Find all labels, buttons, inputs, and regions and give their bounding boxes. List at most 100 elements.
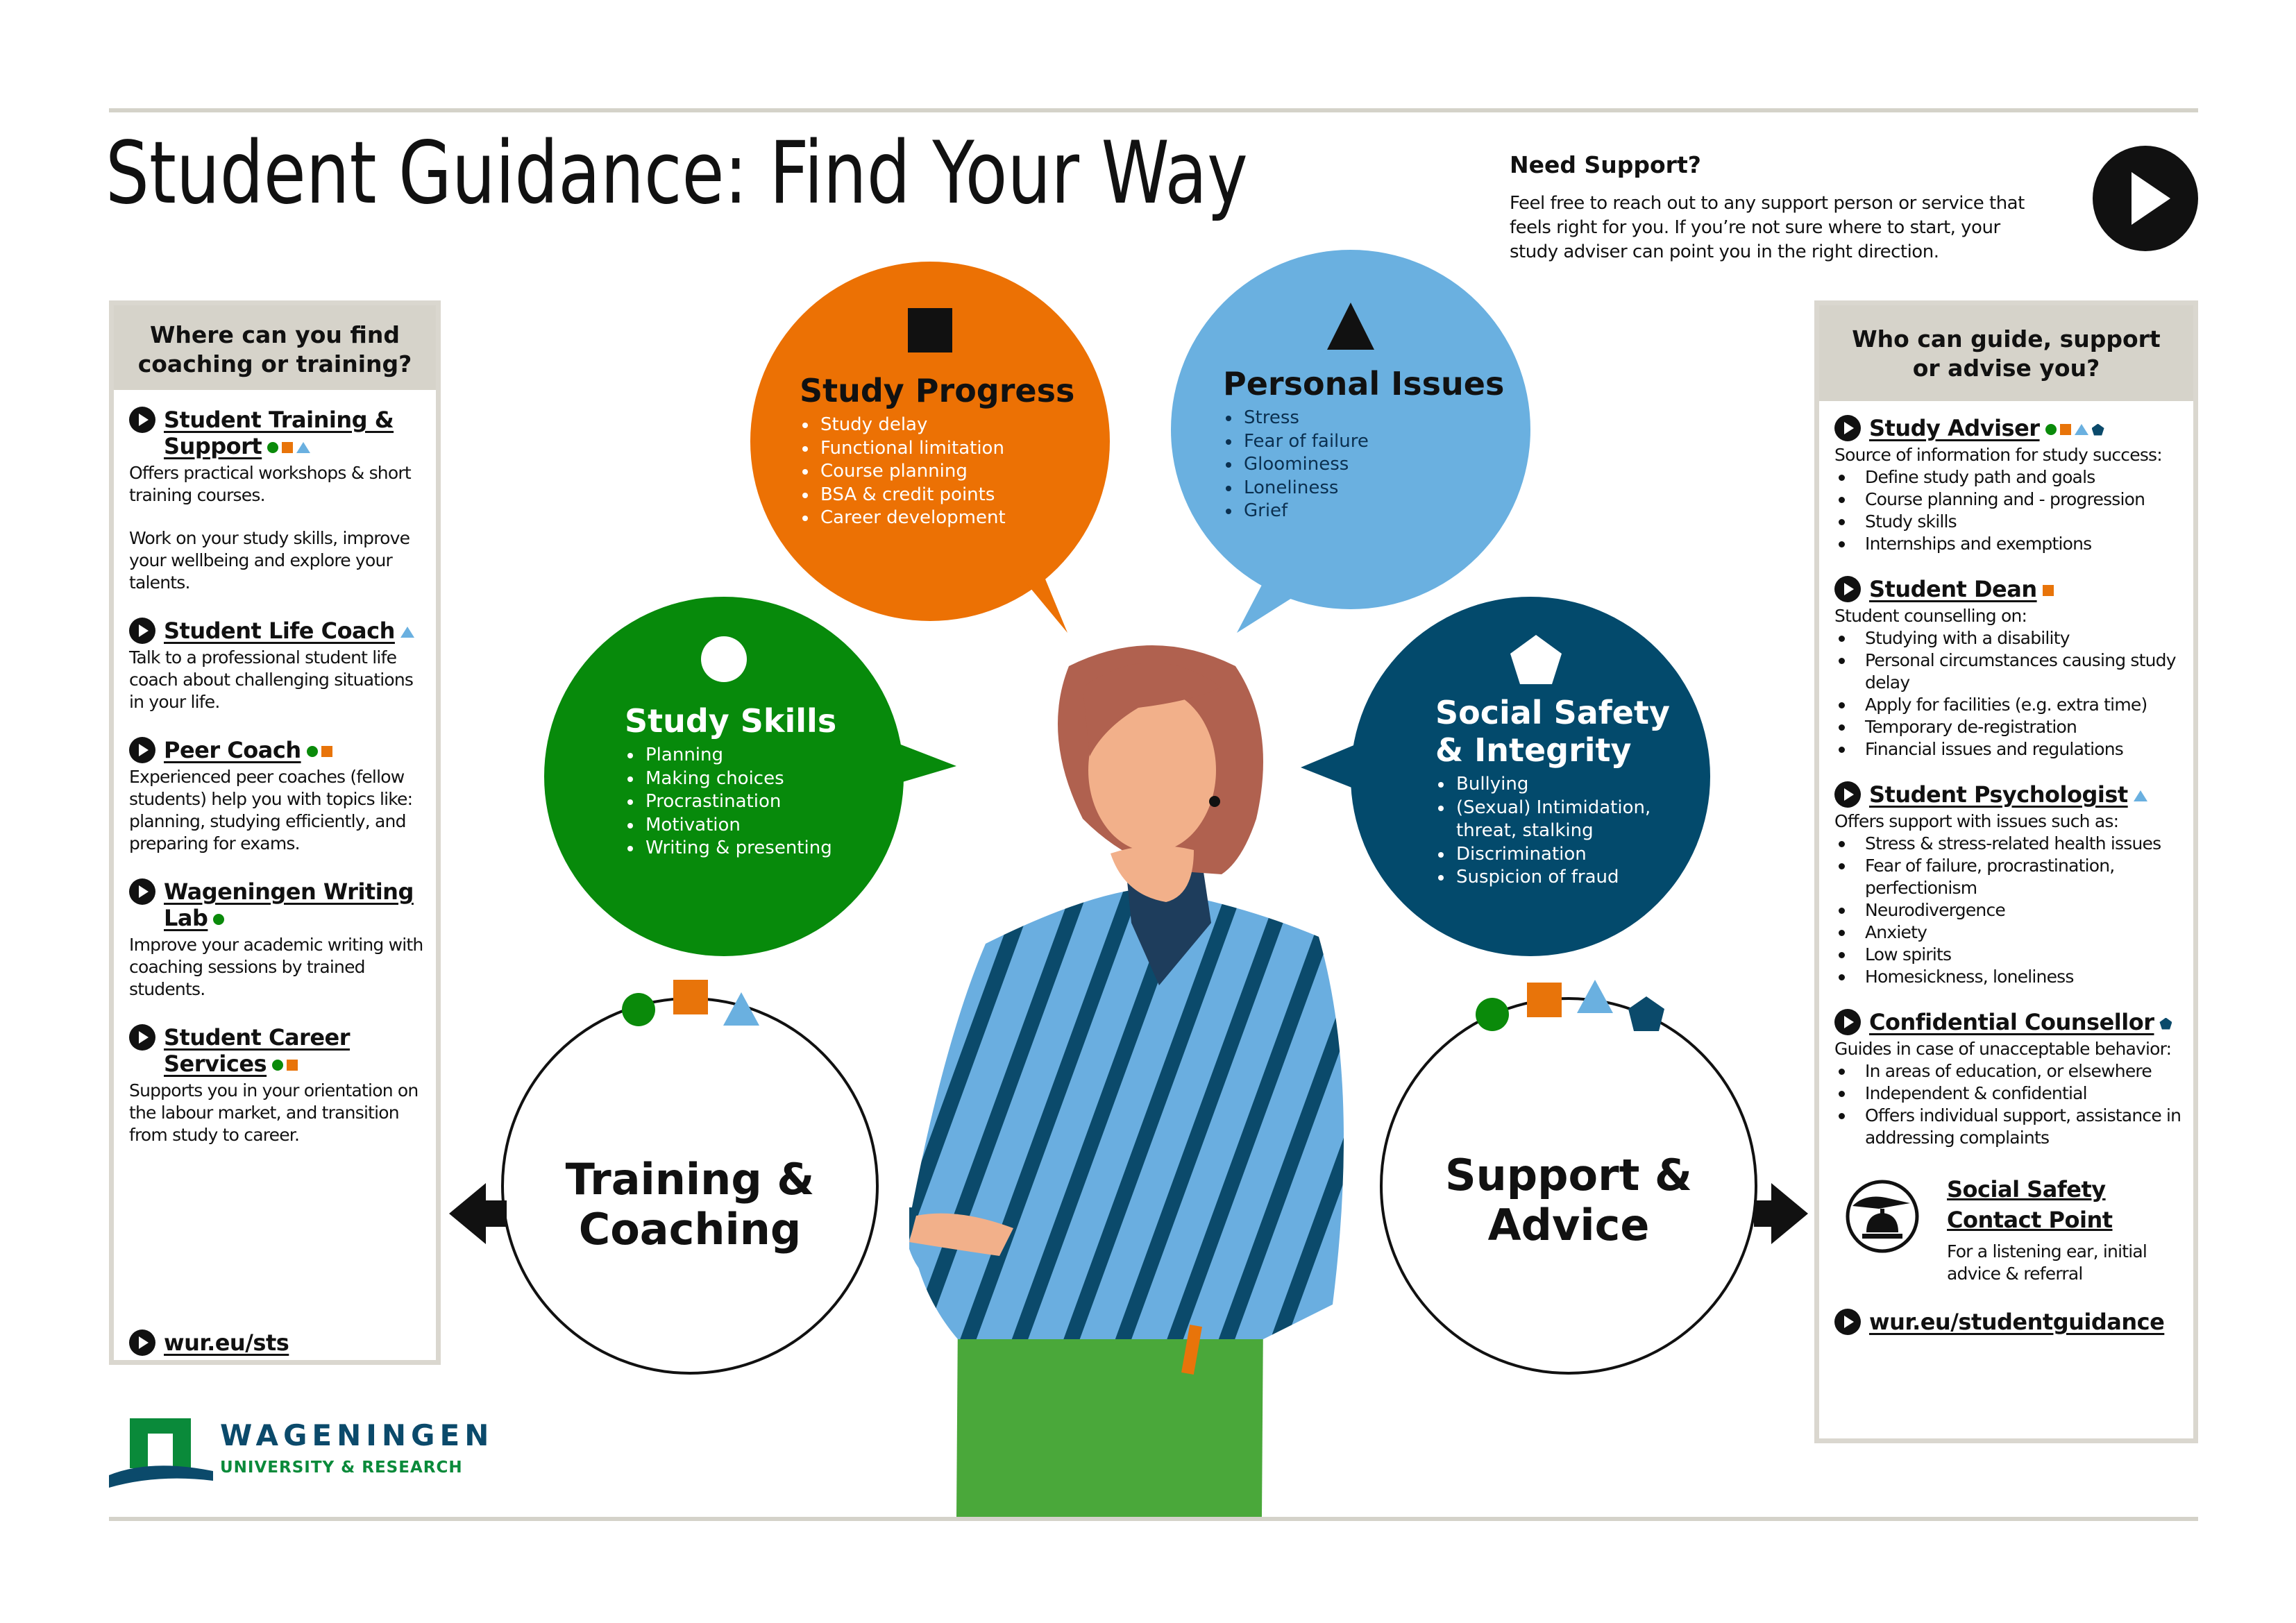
top-rule xyxy=(109,108,2198,112)
play-icon xyxy=(129,407,155,433)
ring-label-line: Support & xyxy=(1444,1150,1692,1200)
social-safety-content: Social Safety& Integrity Bullying(Sexual… xyxy=(1435,694,1671,890)
triangle-icon xyxy=(1327,303,1374,350)
list-item: Low spirits xyxy=(1834,944,2186,966)
ring-label-line: Coaching xyxy=(578,1204,802,1255)
triangle-marker-icon xyxy=(723,992,759,1026)
bubble-list-item: Suspicion of fraud xyxy=(1435,866,1671,890)
play-icon xyxy=(1834,576,1861,602)
sts-link-item[interactable]: wur.eu/sts xyxy=(129,1329,289,1356)
ring-label-line: Training & xyxy=(565,1154,815,1205)
list-item: Offers individual support, assistance in… xyxy=(1834,1105,2186,1149)
play-icon xyxy=(129,1024,155,1051)
item-link[interactable]: Student Life Coach xyxy=(164,618,395,644)
list-item: Homesickness, loneliness xyxy=(1834,966,2186,988)
item-link[interactable]: Wageningen Writing Lab xyxy=(164,878,414,931)
triangle-marker-icon xyxy=(2074,424,2088,435)
triangle-marker-icon xyxy=(296,442,311,453)
list-item: In areas of education, or elsewhere xyxy=(1834,1060,2186,1082)
bubble-list-item: Motivation xyxy=(625,814,836,838)
play-icon xyxy=(1834,415,1861,441)
support-advice-label: Support &Advice xyxy=(1409,1150,1728,1250)
contact-point-link-2[interactable]: Contact Point xyxy=(1947,1207,2113,1233)
pentagon-marker-icon xyxy=(1628,996,1664,1031)
personal-issues-bubble xyxy=(1171,250,1530,633)
bubble-list-item: Grief xyxy=(1223,500,1504,523)
circle-marker-icon xyxy=(267,442,279,453)
list-item: Define study path and goals xyxy=(1834,466,2186,488)
item-description: Offers practical workshops & short train… xyxy=(129,463,412,505)
wur-logo[interactable]: WAGENINGEN UNIVERSITY & RESEARCH xyxy=(109,1416,498,1492)
list-item: Studying with a disability xyxy=(1834,627,2186,649)
item-description: Offers support with issues such as: xyxy=(1834,811,2119,831)
square-marker-icon xyxy=(282,442,294,453)
training-coaching-label: Training &Coaching xyxy=(530,1155,850,1255)
circle-marker-icon xyxy=(2045,424,2057,435)
item-link[interactable]: Student Training & Support xyxy=(164,407,394,459)
list-item: Stress & stress-related health issues xyxy=(1834,833,2186,855)
studentguidance-link[interactable]: wur.eu/studentguidance xyxy=(1869,1309,2165,1335)
bubble-list-item: Career development xyxy=(800,507,1074,530)
item-link[interactable]: Peer Coach xyxy=(164,737,301,763)
bottom-rule xyxy=(109,1517,2198,1521)
item-description: Work on your study skills, improve your … xyxy=(129,528,410,593)
bubble-title: Social Safety xyxy=(1435,694,1670,731)
bubble-title: Study Progress xyxy=(800,372,1075,409)
contact-point[interactable]: Social Safety Contact Point For a listen… xyxy=(1834,1174,2186,1284)
item-description: Supports you in your orientation on the … xyxy=(129,1080,419,1145)
circle-marker-icon xyxy=(213,914,225,925)
list-item: Study skills xyxy=(1834,511,2186,533)
logo-wordmark: WAGENINGEN xyxy=(220,1418,494,1452)
list-item: Course planning and - progression xyxy=(1834,488,2186,511)
list-item: Neurodivergence xyxy=(1834,899,2186,921)
circle-marker-icon xyxy=(306,746,318,757)
bubble-title-2: & Integrity xyxy=(1435,731,1632,769)
item-description: Talk to a professional student life coac… xyxy=(129,647,414,712)
topic-markers xyxy=(272,1060,298,1071)
sts-link[interactable]: wur.eu/sts xyxy=(164,1329,289,1356)
topic-markers xyxy=(2045,423,2104,436)
play-icon xyxy=(1834,1309,1861,1335)
pentagon-marker-icon xyxy=(2091,423,2104,436)
list-item: Personal circumstances causing study del… xyxy=(1834,649,2186,694)
item-description: Guides in case of unacceptable behavior: xyxy=(1834,1039,2172,1059)
list-item: Financial issues and regulations xyxy=(1834,738,2186,760)
item-link[interactable]: Confidential Counsellor xyxy=(1869,1009,2154,1035)
item-link[interactable]: Study Adviser xyxy=(1869,415,2040,441)
arrow-right-icon xyxy=(1754,1183,1808,1244)
contact-point-link[interactable]: Social Safety xyxy=(1947,1176,2106,1203)
play-button-icon[interactable] xyxy=(2093,146,2198,251)
bubble-list-item: Fear of failure xyxy=(1223,430,1504,454)
topic-markers xyxy=(2042,585,2054,596)
bubble-list-item: Making choices xyxy=(625,767,836,791)
bubble-list-item: Gloominess xyxy=(1223,453,1504,477)
item-link[interactable]: Student Career Services xyxy=(164,1024,351,1077)
bubble-list-item: BSA & credit points xyxy=(800,484,1074,507)
item-link[interactable]: Student Psychologist xyxy=(1869,781,2128,808)
bubble-list-item: Study delay xyxy=(800,414,1074,437)
list-item: Anxiety xyxy=(1834,921,2186,944)
bubble-list-item: Course planning xyxy=(800,460,1074,484)
thinking-student-illustration xyxy=(909,645,1344,1517)
service-bell-hand-icon xyxy=(1846,1180,1919,1253)
guidance-panel-heading: Who can guide, support or advise you? xyxy=(1819,305,2193,401)
studentguidance-link-item[interactable]: wur.eu/studentguidance xyxy=(1834,1309,2186,1335)
bubble-title: Study Skills xyxy=(625,702,837,740)
topic-markers xyxy=(2133,790,2147,801)
bubble-list-item: Loneliness xyxy=(1223,477,1504,500)
coaching-panel-heading: Where can you find coaching or training? xyxy=(114,305,436,390)
square-marker-icon xyxy=(287,1060,298,1071)
item-link[interactable]: Student Dean xyxy=(1869,576,2037,602)
triangle-marker-icon xyxy=(2133,790,2147,801)
